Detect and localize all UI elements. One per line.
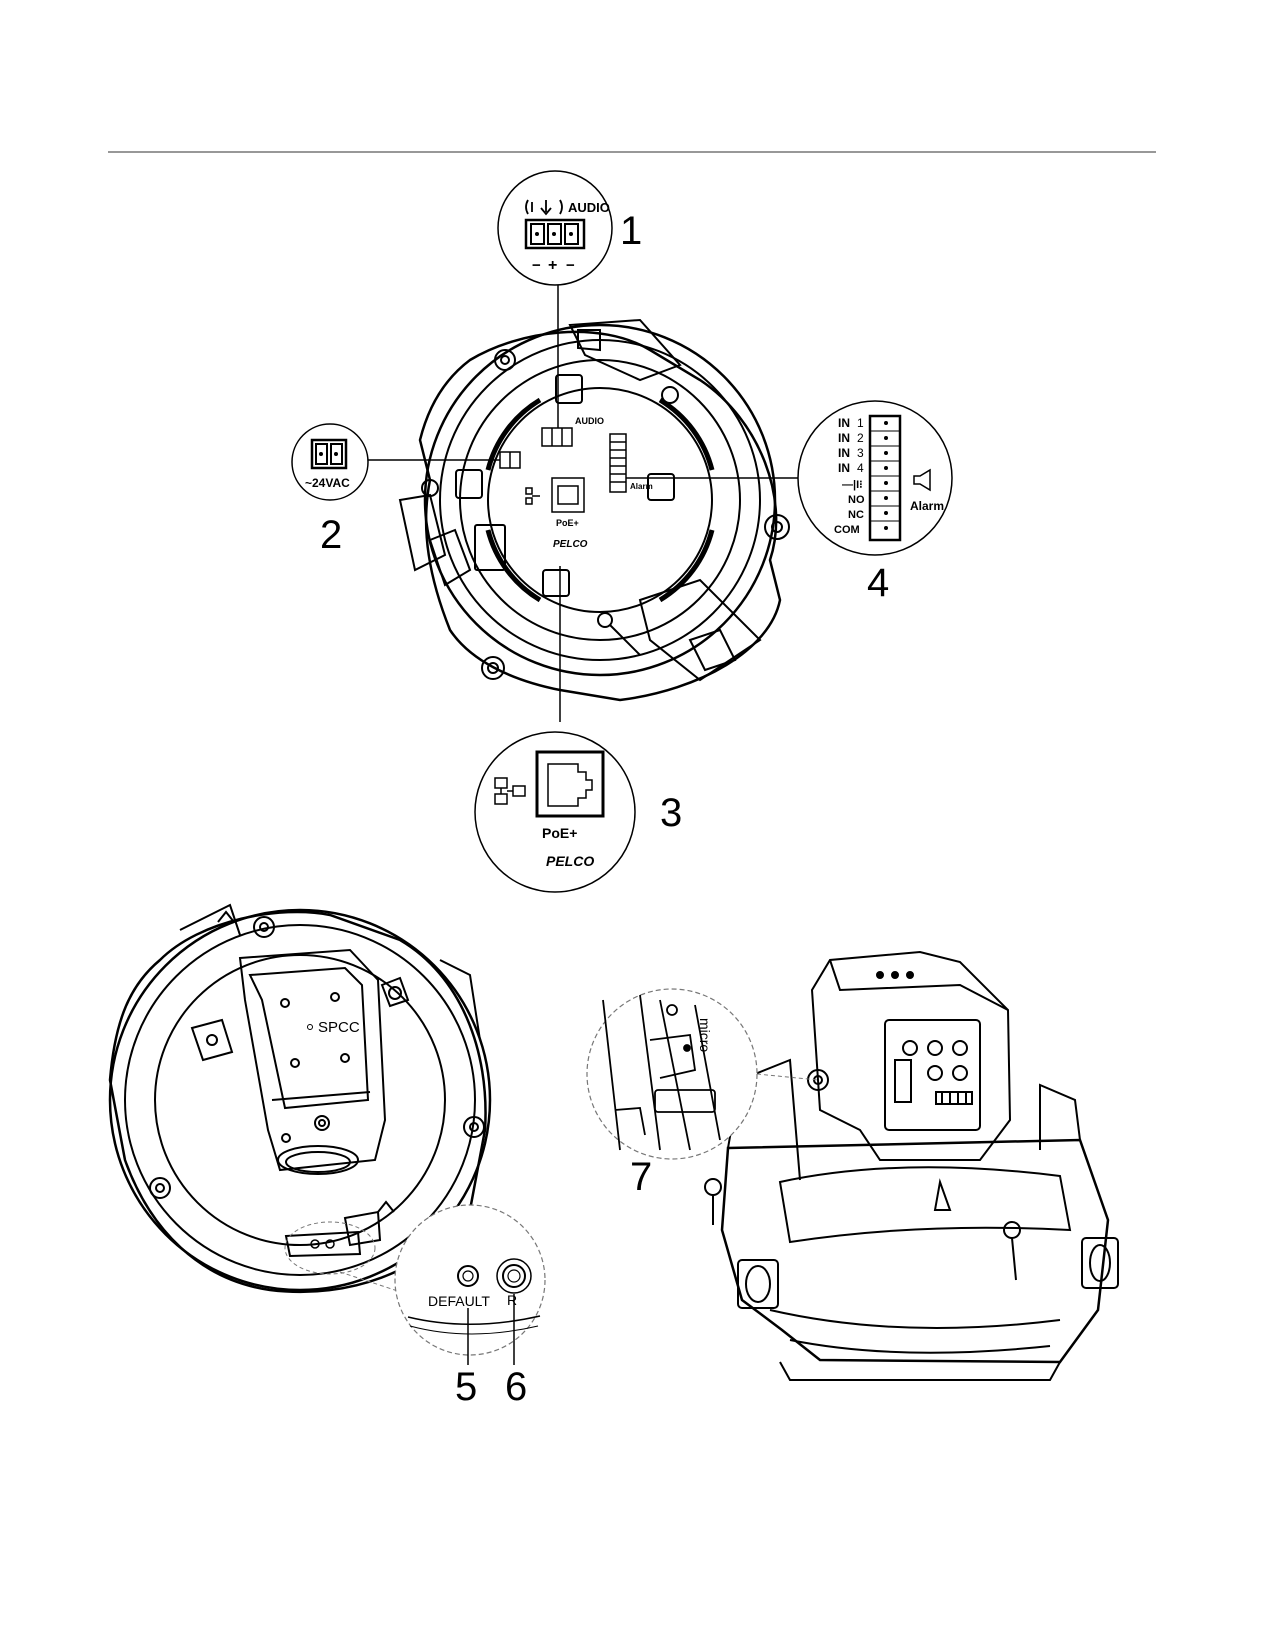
reset-button-small: [325, 1239, 335, 1249]
alarm-number-3: 3: [857, 446, 864, 460]
alarm-terminal-com: COM: [834, 524, 860, 536]
ethernet-jack-small: [551, 477, 585, 513]
audio-polarity-right: −: [566, 257, 575, 274]
alarm-terminal-in-3: IN: [838, 446, 850, 460]
camera-module: [704, 950, 1119, 1381]
audio-polarity-center: +: [548, 257, 557, 274]
alarm-number-4: 4: [857, 461, 864, 475]
alarm-terminal-ground: —|I⁝: [842, 479, 863, 491]
power-detail-circle: ~24VAC: [291, 423, 369, 501]
button-zoom-guide: [339, 1271, 411, 1296]
body-brand-label: PELCO: [553, 539, 588, 550]
default-button-small: [310, 1239, 320, 1249]
poe-label: PoE+: [542, 825, 577, 841]
alarm-terminal-no: NO: [848, 494, 865, 506]
alarm-terminal-in-1: IN: [838, 416, 850, 430]
alarm-terminal-block: [868, 414, 902, 542]
callout-6: 6: [505, 1365, 527, 1409]
camera-base: [398, 318, 790, 702]
alarm-bell-icon: [913, 468, 931, 492]
callout-3: 3: [660, 791, 682, 835]
housing-spcc-dot: [307, 1024, 313, 1030]
audio-speaker-icon: [525, 199, 563, 216]
button-detail-circle: DEFAULT R: [394, 1204, 546, 1365]
body-audio-label: AUDIO: [575, 416, 604, 426]
alarm-number-2: 2: [857, 431, 864, 445]
connector-panel: [499, 427, 627, 513]
callout-5: 5: [455, 1365, 477, 1409]
audio-detail-circle: AUDIO − + −: [497, 170, 613, 286]
alarm-terminal-nc: NC: [848, 509, 864, 521]
module-zoom-guide: [756, 1073, 819, 1081]
audio-label: AUDIO: [568, 200, 610, 215]
reset-label: R: [507, 1292, 517, 1308]
module-detail-circle: micro: [586, 988, 758, 1160]
callout-1: 1: [620, 209, 642, 253]
alarm-number-1: 1: [857, 416, 864, 430]
network-icon: [494, 777, 526, 805]
network-detail-circle: PoE+ PELCO: [474, 731, 636, 893]
body-poe-label: PoE+: [556, 518, 579, 528]
module-micro-marking: micro: [697, 1018, 713, 1052]
default-label: DEFAULT: [428, 1293, 490, 1309]
callout-4: 4: [867, 561, 889, 605]
body-alarm-label: Alarm: [630, 482, 653, 491]
pelco-logo: PELCO: [546, 853, 594, 869]
alarm-label: Alarm: [910, 499, 944, 513]
power-label: ~24VAC: [305, 476, 350, 490]
audio-polarity-left: −: [532, 257, 541, 274]
audio-connector-small: [541, 427, 573, 447]
alarm-terminal-in-4: IN: [838, 461, 850, 475]
alarm-detail-circle: IN IN IN IN 1 2 3 4 —|I⁝ NO NC COM Alarm: [797, 400, 953, 556]
callout-7: 7: [630, 1155, 652, 1199]
button-zoom-source: [284, 1221, 376, 1275]
alarm-terminal-small: [609, 433, 627, 493]
housing-spcc-label: SPCC: [318, 1019, 360, 1036]
callout-2: 2: [320, 513, 342, 557]
alarm-terminal-in-2: IN: [838, 431, 850, 445]
